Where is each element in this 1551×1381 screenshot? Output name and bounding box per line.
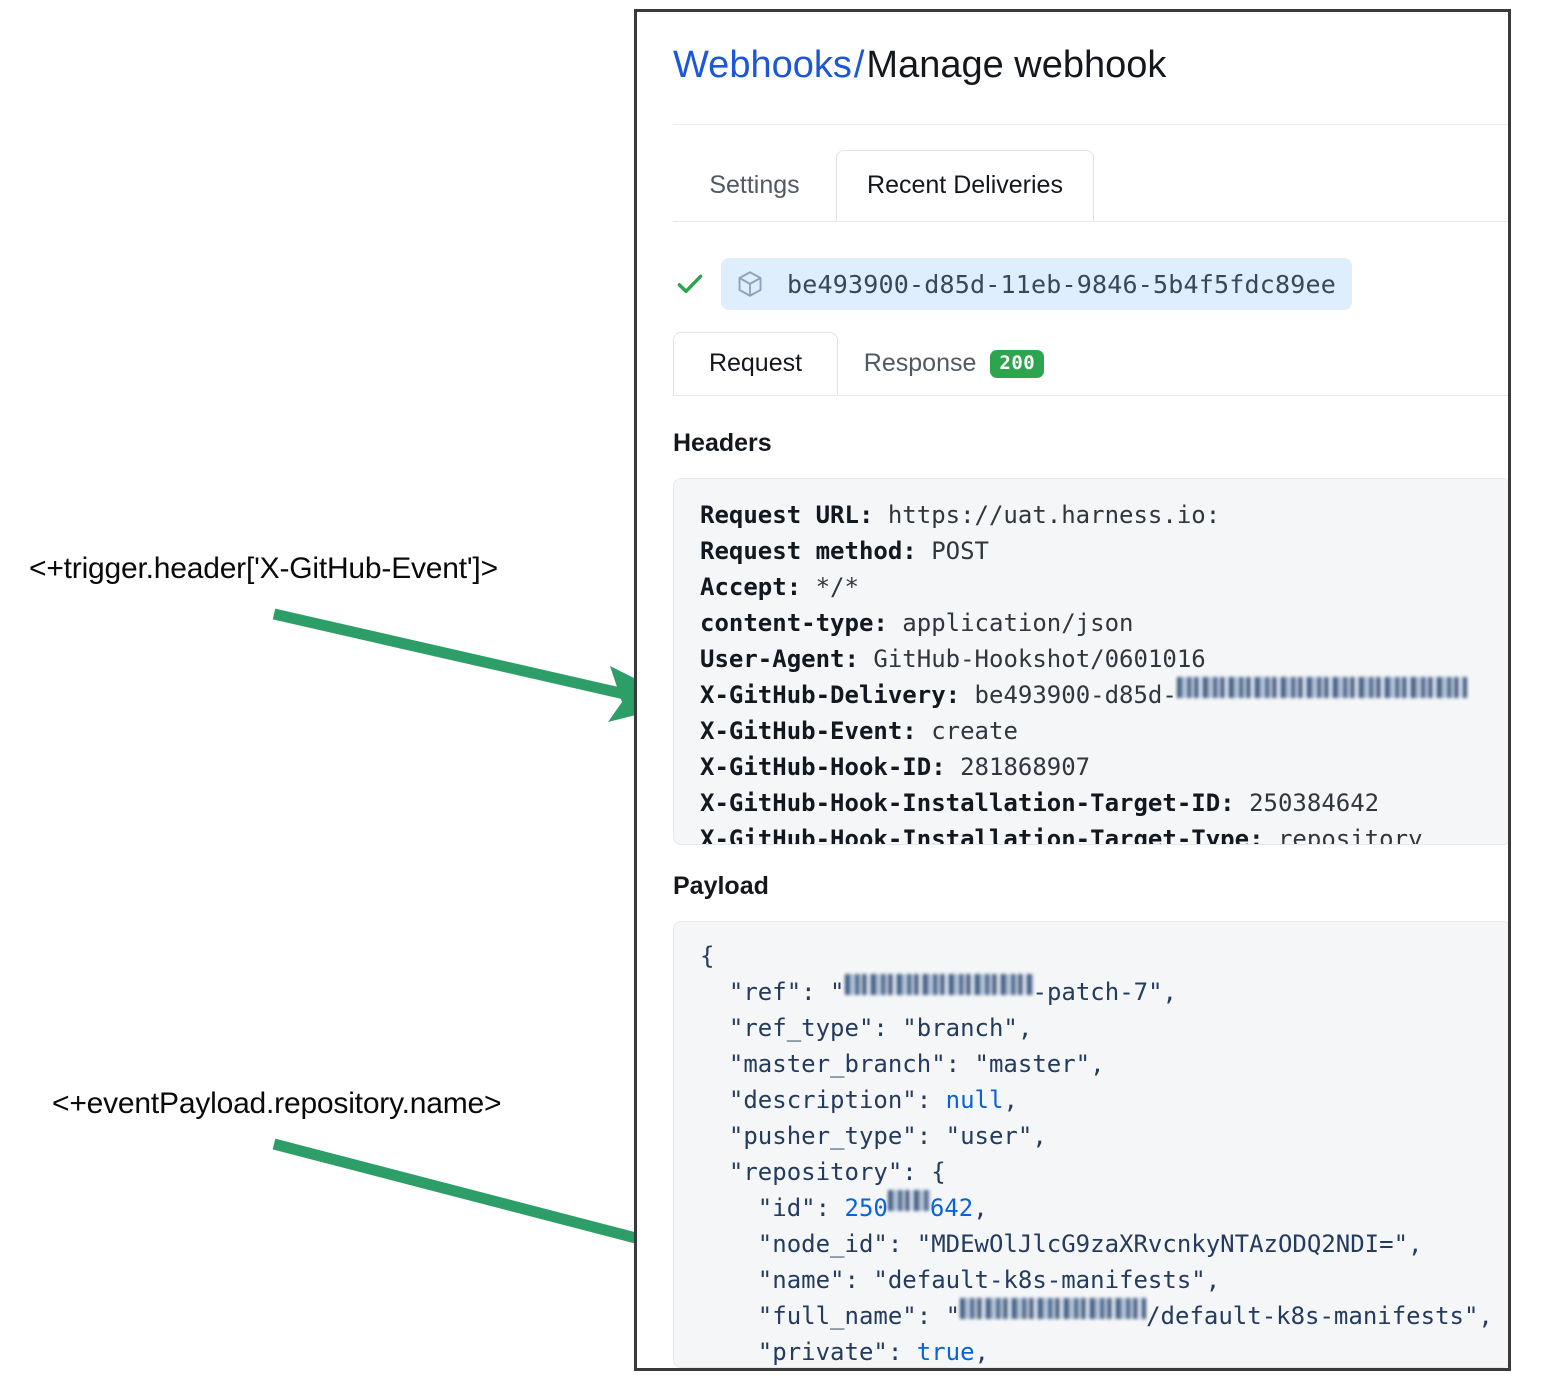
page-title: Manage webhook xyxy=(866,44,1167,86)
header-value: be493900-d85d- xyxy=(960,681,1177,709)
header-line: content-type: application/json xyxy=(700,605,1508,641)
annotation-label-event-payload-repository-name: <+eventPayload.repository.name> xyxy=(52,1087,502,1120)
header-value: 250384642 xyxy=(1234,789,1380,817)
headers-section-title: Headers xyxy=(673,429,772,457)
header-value: POST xyxy=(916,537,989,565)
payload-literal-null: null xyxy=(945,1086,1004,1114)
request-response-tabs: Request Response 200 xyxy=(673,332,1508,396)
payload-line: "private": true, xyxy=(700,1338,989,1366)
tabs-underline xyxy=(673,221,1508,222)
header-value: create xyxy=(916,717,1018,745)
header-value: repository xyxy=(1263,825,1423,845)
header-value: 281868907 xyxy=(945,753,1091,781)
header-key: X-GitHub-Delivery: xyxy=(700,681,961,709)
header-line: Accept: */* xyxy=(700,569,1508,605)
header-key: X-GitHub-Hook-Installation-Target-Type: xyxy=(700,825,1264,845)
tab-recent-deliveries[interactable]: Recent Deliveries xyxy=(836,150,1094,221)
package-cube-icon xyxy=(735,269,765,299)
header-key: User-Agent: xyxy=(700,645,859,673)
tab-request[interactable]: Request xyxy=(673,332,838,395)
payload-line: "master_branch": "master", xyxy=(700,1050,1105,1078)
payload-line-ref: "ref": "XXXXXXXXXXXXXX-patch-7", xyxy=(700,974,1508,1010)
check-icon xyxy=(673,267,707,301)
payload-line: "repository": { xyxy=(700,1158,946,1186)
breadcrumb: Webhooks/Manage webhook xyxy=(673,41,1166,89)
header-line: User-Agent: GitHub-Hookshot/0601016 xyxy=(700,641,1508,677)
header-key: Request method: xyxy=(700,537,917,565)
header-line: X-GitHub-Hook-Installation-Target-Type: … xyxy=(700,821,1508,845)
redacted-repo-id: XXX xyxy=(887,1190,930,1211)
manage-webhook-panel: Webhooks/Manage webhook Settings Recent … xyxy=(634,9,1511,1371)
tab-response-label: Response xyxy=(863,349,977,377)
payload-line: "description": null, xyxy=(700,1086,1018,1114)
breadcrumb-webhooks-link[interactable]: Webhooks xyxy=(673,44,852,86)
header-key: Request URL: xyxy=(700,501,874,529)
payload-line: { xyxy=(700,938,1508,974)
header-line: X-GitHub-Hook-Installation-Target-ID: 25… xyxy=(700,785,1508,821)
redacted-owner-name: XXXXXXXXXXXXXX xyxy=(960,1298,1147,1319)
header-key: X-GitHub-Hook-Installation-Target-ID: xyxy=(700,789,1235,817)
header-key: content-type: xyxy=(700,609,888,637)
payload-section-title: Payload xyxy=(673,872,769,900)
payload-line-full-name: "full_name": "XXXXXXXXXXXXXX/default-k8s… xyxy=(700,1298,1508,1334)
delivery-row[interactable]: be493900-d85d-11eb-9846-5b4f5fdc89ee xyxy=(673,256,1353,312)
payload-line-name: "name": "default-k8s-manifests", xyxy=(700,1266,1221,1294)
header-divider xyxy=(673,124,1508,125)
annotation-arrow-to-x-github-event xyxy=(272,608,684,722)
delivery-id-text: be493900-d85d-11eb-9846-5b4f5fdc89ee xyxy=(787,269,1337,299)
header-line: Request method: POST xyxy=(700,533,1508,569)
payload-literal-true: true xyxy=(916,1338,975,1366)
headers-code-block: Request URL: https://uat.harness.io: Req… xyxy=(673,478,1508,845)
delivery-id-pill[interactable]: be493900-d85d-11eb-9846-5b4f5fdc89ee xyxy=(721,258,1353,310)
payload-line: "ref_type": "branch", xyxy=(700,1014,1033,1042)
header-line-event: X-GitHub-Event: create xyxy=(700,713,1508,749)
tab-response[interactable]: Response 200 xyxy=(838,332,1070,395)
header-value: GitHub-Hookshot/0601016 xyxy=(858,645,1206,673)
header-line: X-GitHub-Hook-ID: 281868907 xyxy=(700,749,1508,785)
payload-line: "node_id": "MDEwOlJlcG9zaXRvcnkyNTAzODQ2… xyxy=(700,1230,1423,1258)
payload-line-id: "id": 250XXX642, xyxy=(700,1190,1508,1226)
header-line-delivery: X-GitHub-Delivery: be493900-d85d-XXXXXXX… xyxy=(700,677,1508,713)
webhook-tabs: Settings Recent Deliveries xyxy=(673,150,1508,222)
header-value: */* xyxy=(801,573,859,601)
redacted-username: XXXXXXXXXXXXXX xyxy=(844,974,1033,995)
rr-tabs-underline xyxy=(673,395,1508,396)
header-key: X-GitHub-Hook-ID: xyxy=(700,753,946,781)
redacted-delivery-id: XXXXXXXXXXXXXXXXXXXXXXX xyxy=(1176,677,1467,698)
header-value: https://uat.harness.io: xyxy=(873,501,1221,529)
header-line: Request URL: https://uat.harness.io: xyxy=(700,497,1508,533)
payload-code-block: { "ref": "XXXXXXXXXXXXXX-patch-7", "ref_… xyxy=(673,921,1508,1368)
header-key: X-GitHub-Event: xyxy=(700,717,917,745)
tab-settings[interactable]: Settings xyxy=(709,171,800,199)
status-badge: 200 xyxy=(990,349,1045,378)
header-key: Accept: xyxy=(700,573,802,601)
payload-text: { xyxy=(700,942,715,970)
payload-line: "pusher_type": "user", xyxy=(700,1122,1047,1150)
annotation-label-trigger-header: <+trigger.header['X-GitHub-Event']> xyxy=(29,552,498,585)
breadcrumb-separator: / xyxy=(853,44,865,86)
panel-content: Webhooks/Manage webhook Settings Recent … xyxy=(637,12,1508,1368)
header-value: application/json xyxy=(887,609,1134,637)
